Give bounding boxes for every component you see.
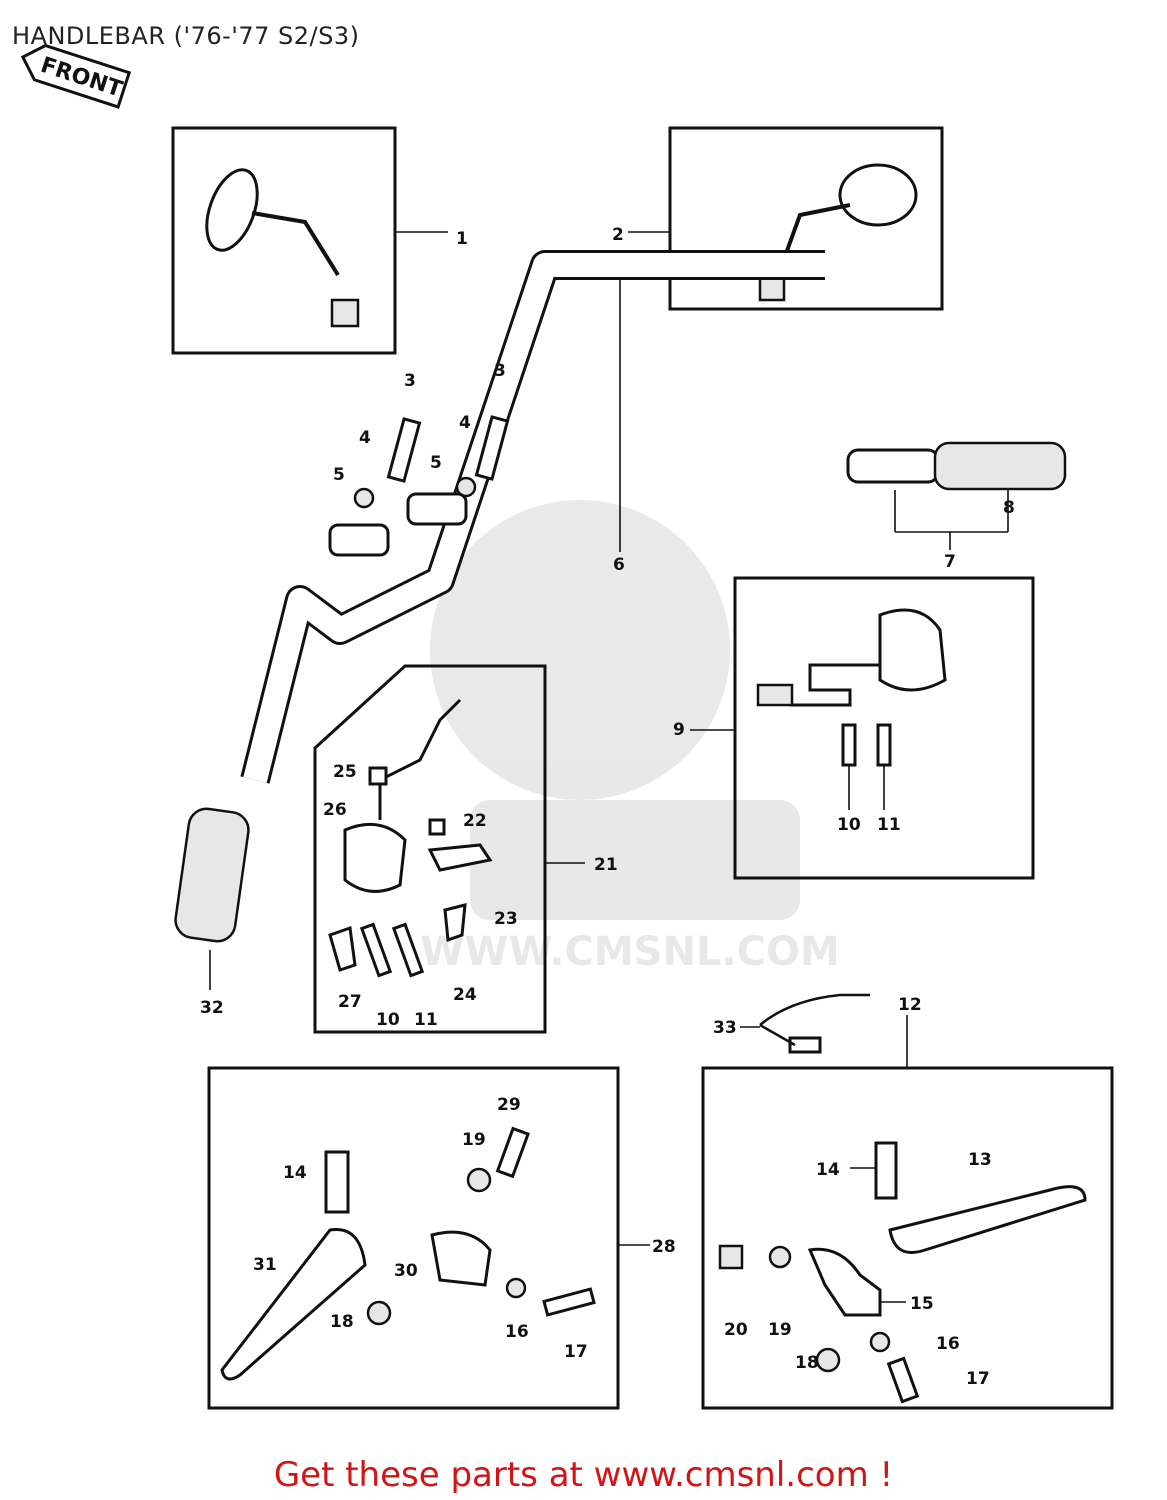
callout-17b: 17 — [966, 1369, 990, 1389]
callout-21: 21 — [594, 855, 618, 875]
callout-5b: 5 — [430, 453, 442, 473]
callout-6: 6 — [613, 555, 625, 575]
callout-31: 31 — [253, 1255, 277, 1275]
brake-lever-group — [701, 1066, 1114, 1410]
clutch-lever-box — [207, 1066, 620, 1410]
callout-28: 28 — [652, 1237, 676, 1257]
callout-10a: 10 — [837, 815, 861, 835]
callout-7: 7 — [944, 552, 956, 572]
mirror-left-glass — [205, 168, 259, 252]
front-arrow-badge: FRONT — [20, 43, 132, 109]
handlebar — [240, 250, 825, 784]
callout-8: 8 — [1003, 498, 1015, 518]
left-grip — [174, 807, 250, 990]
callout-14b: 14 — [816, 1160, 840, 1180]
callout-17a: 17 — [564, 1342, 588, 1362]
callout-14a: 14 — [283, 1163, 307, 1183]
watermark-logo: CMS — [495, 793, 764, 921]
callout-2: 2 — [612, 225, 624, 245]
callout-15: 15 — [910, 1294, 934, 1314]
mirror-left-box — [171, 126, 397, 355]
callout-18a: 18 — [330, 1312, 354, 1332]
callout-19b: 19 — [768, 1320, 792, 1340]
callout-12: 12 — [898, 995, 922, 1015]
mirror-right-box — [668, 126, 944, 311]
mirror-left-group — [171, 126, 448, 355]
callout-18b: 18 — [795, 1353, 819, 1373]
mirror-right-group — [628, 126, 944, 311]
mirror-left-base — [330, 298, 360, 328]
callout-4b: 4 — [459, 413, 471, 433]
callout-9: 9 — [673, 720, 685, 740]
page-title: HANDLEBAR ('76-'77 S2/S3) — [12, 22, 360, 50]
mirror-right-glass — [838, 163, 918, 227]
callout-1: 1 — [456, 229, 468, 249]
brake-lever-box — [701, 1066, 1114, 1410]
clamp-hardware — [328, 415, 510, 557]
brake-switch-cable — [740, 993, 908, 1068]
cms-watermark: CMS WWW.CMSNL.COM — [420, 500, 840, 975]
callout-26: 26 — [323, 800, 347, 820]
right-switch-group — [690, 576, 1035, 880]
callout-25: 25 — [333, 762, 357, 782]
left-switch-group — [313, 664, 585, 1034]
watermark-url: WWW.CMSNL.COM — [420, 929, 840, 975]
clutch-lever-group — [207, 1066, 650, 1410]
callout-11b: 11 — [414, 1010, 438, 1030]
callout-30: 30 — [394, 1261, 418, 1281]
callout-3a: 3 — [404, 371, 416, 391]
callout-16a: 16 — [505, 1322, 529, 1342]
callout-5a: 5 — [333, 465, 345, 485]
callout-20: 20 — [724, 1320, 748, 1340]
callout-11a: 11 — [877, 815, 901, 835]
mirror-right-base — [758, 276, 786, 302]
callout-13: 13 — [968, 1150, 992, 1170]
callout-4a: 4 — [359, 428, 371, 448]
callout-27: 27 — [338, 992, 362, 1012]
callout-24: 24 — [453, 985, 477, 1005]
callout-3b: 3 — [494, 361, 506, 381]
callout-10b: 10 — [376, 1010, 400, 1030]
callout-32: 32 — [200, 998, 224, 1018]
callout-19a: 19 — [462, 1130, 486, 1150]
callout-16b: 16 — [936, 1334, 960, 1354]
right-grip — [846, 441, 1067, 550]
callout-23: 23 — [494, 909, 518, 929]
callout-33: 33 — [713, 1018, 737, 1038]
footer-link[interactable]: Get these parts at www.cmsnl.com ! — [273, 1455, 894, 1495]
callout-22: 22 — [463, 811, 487, 831]
right-switch-box — [733, 576, 1035, 880]
callout-29: 29 — [497, 1095, 521, 1115]
left-switch-box — [313, 664, 547, 1034]
